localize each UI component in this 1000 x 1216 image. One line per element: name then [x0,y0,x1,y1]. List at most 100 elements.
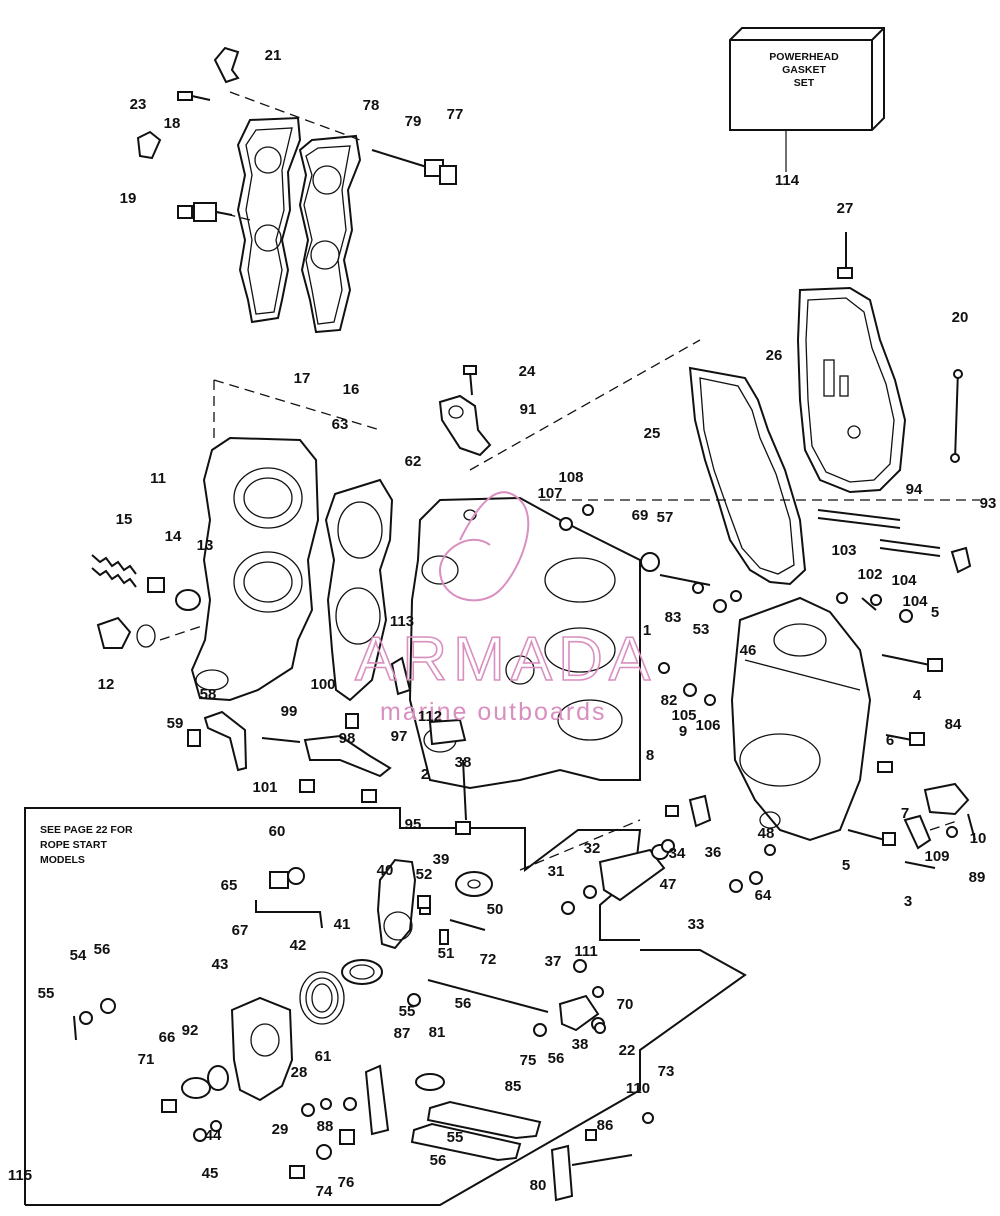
callout-56: 56 [94,941,111,958]
callout-69: 69 [632,507,649,524]
callout-52: 52 [416,866,433,883]
callout-60: 60 [269,823,286,840]
transfer-cover [190,379,381,702]
callout-3: 3 [904,893,912,910]
callout-50: 50 [487,901,504,918]
callout-2: 2 [421,766,429,783]
crankcase-half [730,596,872,842]
callout-34: 34 [669,845,686,862]
callout-27: 27 [837,200,854,217]
callout-32: 32 [584,840,601,857]
callout-10: 10 [970,830,987,847]
callout-40: 40 [377,862,394,879]
callout-94: 94 [906,481,923,498]
small-fasteners [73,504,958,1179]
rope-start-box: SEE PAGE 22 FOR ROPE START MODELS [24,807,747,1206]
callout-84: 84 [945,716,962,733]
callout-115: 115 [8,1167,32,1184]
callout-79: 79 [405,113,422,130]
callout-98: 98 [339,730,356,747]
callout-85: 85 [505,1078,522,1095]
lower-left-block-parts [187,656,471,835]
callout-62: 62 [405,453,422,470]
callout-74: 74 [316,1183,333,1200]
callout-89: 89 [969,869,986,886]
callout-99: 99 [281,703,298,720]
callout-107: 107 [537,485,562,502]
throttle-cam-44 [161,996,294,1113]
callout-28: 28 [291,1064,308,1081]
callout-102: 102 [857,566,882,583]
callout-80: 80 [530,1177,547,1194]
callout-113: 113 [390,613,414,630]
gasket-26 [688,366,807,586]
callout-33: 33 [688,916,705,933]
callout-104: 104 [891,572,917,589]
watermark-name: ARMADA [355,625,656,694]
governor-parts [299,858,493,1025]
callout-97: 97 [391,728,408,745]
bracket-92 [438,365,492,457]
callout-31: 31 [548,863,565,880]
callout-81: 81 [429,1024,446,1041]
callout-25: 25 [644,425,661,442]
callout-numbers: 1234556789101112131415161718192021222324… [8,47,996,1200]
callout-53: 53 [693,621,710,638]
callout-56: 56 [430,1152,447,1169]
note-line-3: MODELS [40,854,85,866]
cylinder-block [408,339,980,871]
callout-78: 78 [363,97,380,114]
callout-108: 108 [558,469,583,486]
callout-18: 18 [164,115,181,132]
callout-51: 51 [438,945,455,962]
box-label-line-2: GASKET [782,64,826,76]
callout-22: 22 [619,1042,636,1059]
head-cover-plates [209,91,362,334]
gasket-63 [324,478,394,702]
callout-15: 15 [116,511,133,528]
callout-103: 103 [831,542,856,559]
callout-83: 83 [665,609,682,626]
callout-38: 38 [455,754,472,771]
callout-19: 19 [120,190,137,207]
right-bolts [847,654,943,869]
callout-46: 46 [740,642,757,659]
callout-4: 4 [913,687,922,704]
callout-86: 86 [597,1117,614,1134]
callout-26: 26 [766,347,783,364]
callout-65: 65 [221,877,238,894]
callout-63: 63 [332,416,349,433]
callout-58: 58 [200,686,217,703]
callout-5: 5 [842,857,850,874]
callout-57: 57 [657,509,674,526]
callout-48: 48 [758,825,775,842]
cover-plate-27 [796,232,907,494]
callout-7: 7 [901,805,909,822]
callout-105: 105 [671,707,696,724]
bracket-85-110 [903,782,976,850]
note-line-2: ROPE START [40,839,107,851]
callout-54: 54 [70,947,87,964]
watermark-tagline: marine outboards [380,698,607,726]
callout-29: 29 [272,1121,289,1138]
callout-71: 71 [138,1051,155,1068]
callout-73: 73 [658,1063,675,1080]
callout-55: 55 [399,1003,416,1020]
callout-110: 110 [626,1080,650,1097]
callout-87: 87 [394,1025,411,1042]
callout-56: 56 [548,1050,565,1067]
callout-92: 92 [182,1022,199,1039]
callout-5: 5 [931,604,939,621]
callout-93: 93 [980,495,997,512]
callout-59: 59 [167,715,184,732]
tube-95 [817,509,972,574]
linkage-arm-48 [598,844,669,902]
callout-17: 17 [294,370,311,387]
callout-14: 14 [165,528,182,545]
callout-6: 6 [886,732,894,749]
callout-101: 101 [252,779,277,796]
callout-106: 106 [695,717,720,734]
callout-47: 47 [660,876,677,893]
callout-41: 41 [334,916,351,933]
top-left-parts [136,46,240,222]
